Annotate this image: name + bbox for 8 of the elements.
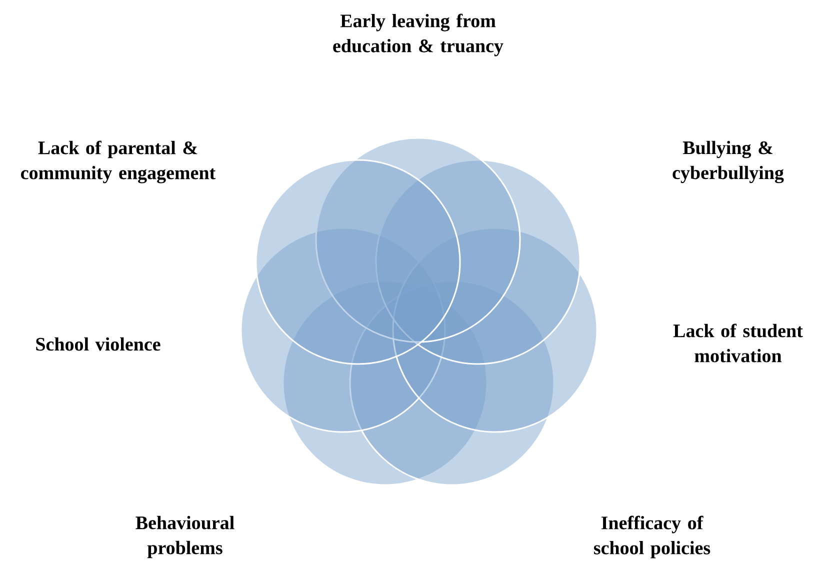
- overlapping-circle: [255, 159, 461, 365]
- circle-label: School violence: [36, 337, 160, 351]
- circle-label: Early leaving from education & truancy: [333, 14, 504, 56]
- circle-label: Lack of parental & community engagement: [21, 140, 216, 184]
- circle-label: Inefficacy of school policies: [594, 516, 710, 558]
- circle-label: Bullying & cyberbullying: [672, 140, 784, 184]
- circle-label: Lack of student motivation: [673, 324, 803, 362]
- circle-label: Behavioural problems: [136, 516, 234, 558]
